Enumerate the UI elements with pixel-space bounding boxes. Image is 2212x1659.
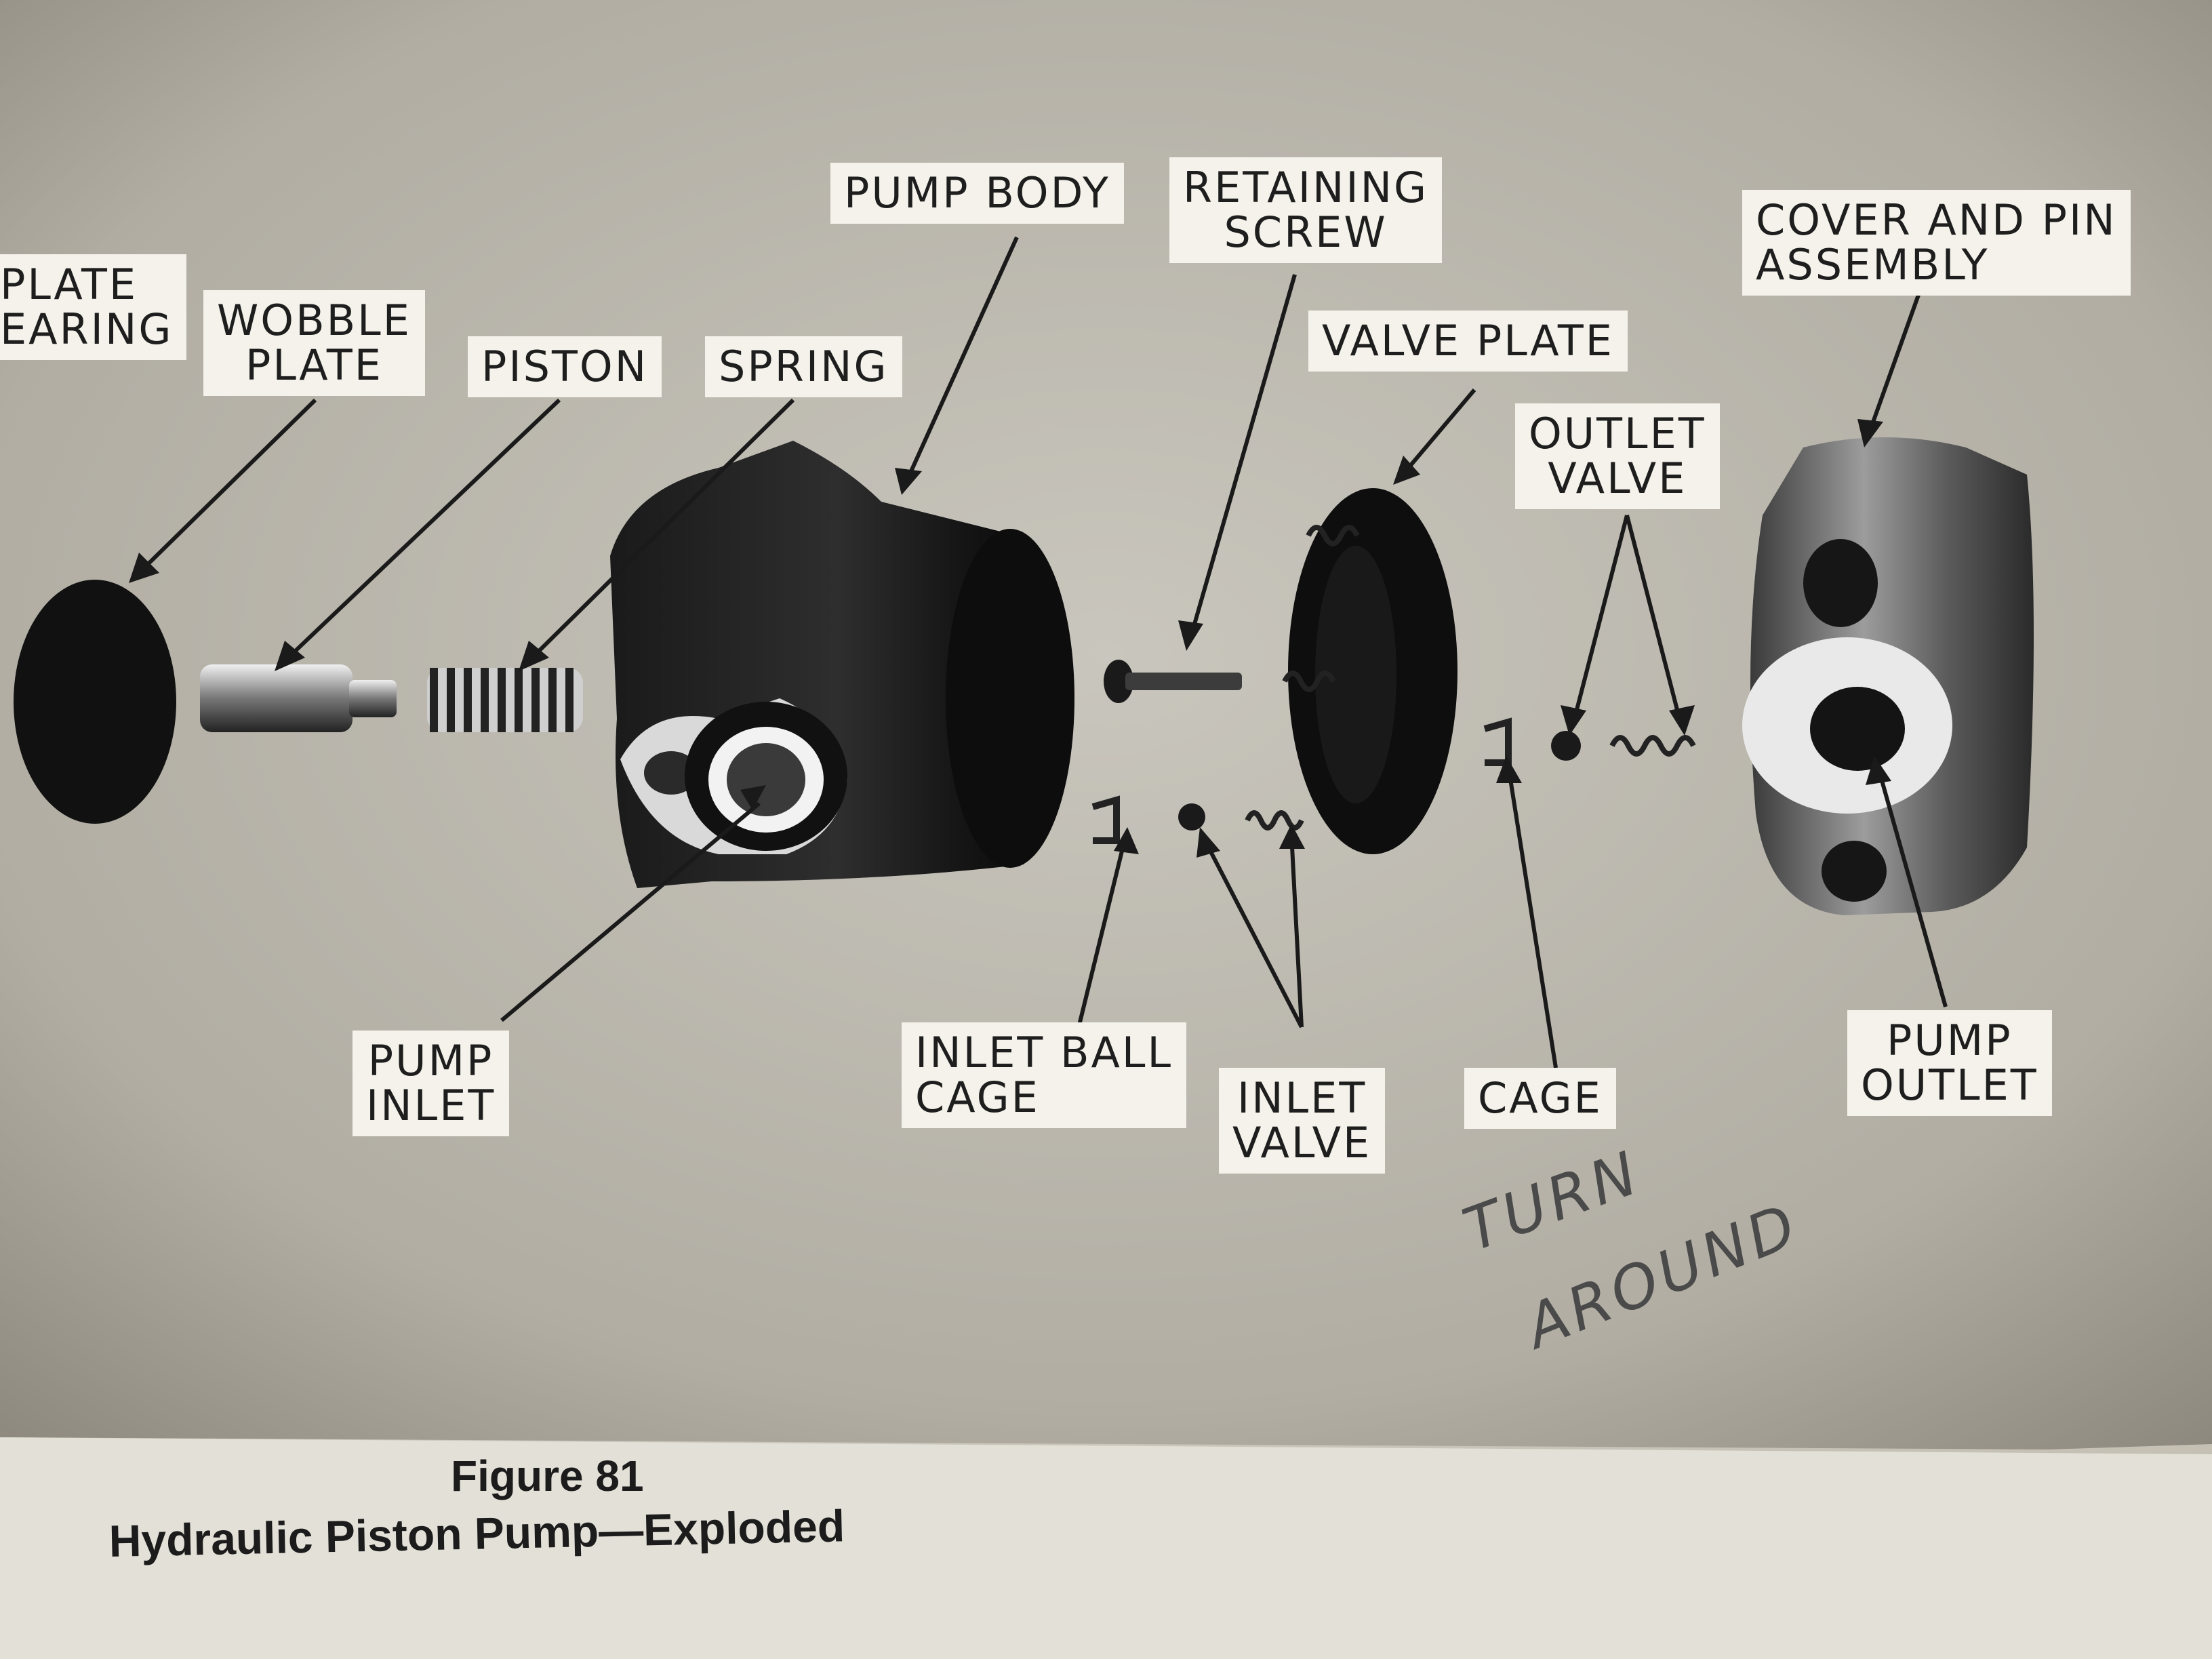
pump-body-part [610, 441, 1074, 888]
label-spring: SPRING [705, 336, 902, 397]
label-valve-plate: VALVE PLATE [1308, 311, 1628, 372]
retaining-screw-part [1104, 660, 1242, 703]
figure-number: Figure 81 [451, 1452, 644, 1500]
outlet-parts [1483, 717, 1696, 766]
cover-assembly-part [1742, 437, 2034, 915]
label-piston: PISTON [468, 336, 662, 397]
label-cover-and-pin-assembly: COVER AND PIN ASSEMBLY [1742, 190, 2131, 296]
arrow-heads [129, 419, 1891, 858]
paper-bottom [0, 1437, 2212, 1659]
plate-bearing-disc [14, 580, 176, 824]
spring-part [427, 668, 583, 732]
valve-plate-part [1288, 488, 1457, 854]
label-inlet-valve: INLET VALVE [1219, 1068, 1386, 1174]
valve-plate-springs [1282, 525, 1360, 692]
label-outlet-valve: OUTLET VALVE [1515, 403, 1720, 509]
label-pump-body: PUMP BODY [830, 163, 1124, 224]
label-pump-inlet: PUMP INLET [353, 1031, 510, 1136]
leader-lines [134, 236, 1948, 1068]
label-inlet-ball-cage: INLET BALL CAGE [902, 1022, 1186, 1128]
label-pump-outlet: PUMP OUTLET [1847, 1010, 2052, 1116]
piston-part [200, 664, 397, 732]
label-plate-bearing: PLATE EARING [0, 254, 187, 360]
label-cage: CAGE [1464, 1068, 1616, 1129]
label-retaining-screw: RETAINING SCREW [1169, 157, 1443, 263]
label-wobble-plate: WOBBLE PLATE [203, 290, 425, 396]
